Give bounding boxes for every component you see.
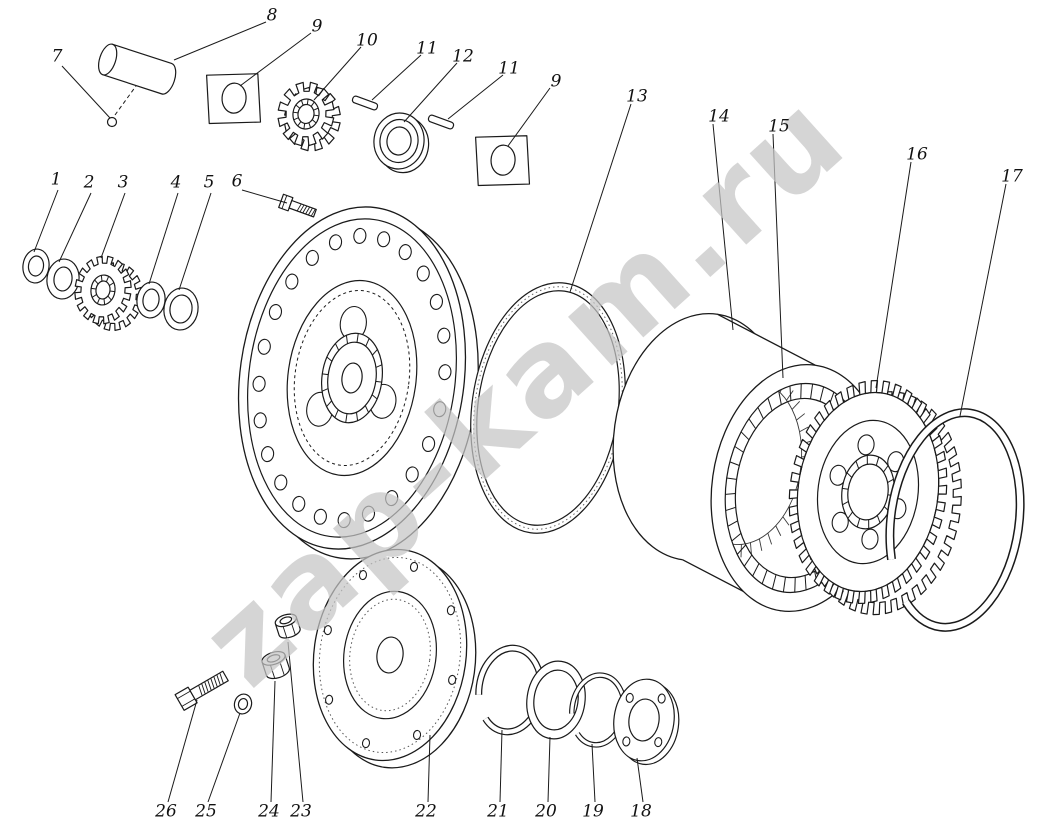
part-18-flange-washer [613, 678, 680, 766]
callout-24: 24 [258, 801, 280, 822]
part-5-ring [163, 287, 199, 331]
part-7-stop-pin [106, 85, 137, 128]
callout-13: 13 [626, 86, 648, 107]
part-6-bolt [278, 193, 317, 218]
callout-5: 5 [203, 172, 215, 193]
callout-22: 22 [415, 801, 437, 822]
part-10-pinion-gear [277, 81, 341, 152]
part-3-sun-gear [74, 255, 143, 331]
callout-3: 3 [117, 172, 129, 193]
callout-2: 2 [83, 172, 95, 193]
part-23-plug [274, 613, 301, 639]
callout-26: 26 [155, 801, 177, 822]
callout-15: 15 [768, 116, 790, 137]
callout-1: 1 [50, 169, 62, 190]
leader-lines [33, 21, 1007, 803]
callout-19: 19 [582, 801, 604, 822]
part-24-plug [261, 650, 290, 680]
callout-6: 6 [231, 171, 243, 192]
callout-18: 18 [630, 801, 652, 822]
callout-9b: 9 [550, 71, 562, 92]
part-20-ring [526, 660, 586, 740]
callout-16: 16 [906, 144, 928, 165]
part-8-axle-pin [97, 43, 177, 95]
part-11-pin-second [427, 114, 455, 130]
callout-20: 20 [535, 801, 557, 822]
part-9-thrust-plate [206, 73, 262, 125]
callout-14: 14 [708, 106, 730, 127]
callout-11b: 11 [498, 58, 520, 79]
part-2-ring [46, 258, 80, 300]
callout-10: 10 [356, 30, 378, 51]
part-4-washer [136, 281, 166, 319]
part-26-bolt [174, 670, 229, 711]
callout-17: 17 [1001, 166, 1023, 187]
part-9-thrust-plate-second [475, 135, 531, 187]
part-12-seal-ring [373, 112, 430, 174]
part-25-lock-washer [233, 693, 253, 715]
callout-9: 9 [311, 16, 323, 37]
part-22-reduction-cover [312, 548, 477, 769]
planetary-carrier-assembly [237, 206, 479, 560]
callout-8: 8 [266, 5, 278, 26]
callout-23: 23 [290, 801, 312, 822]
callout-11: 11 [416, 38, 438, 59]
callout-12: 12 [452, 46, 474, 67]
callout-25: 25 [195, 801, 217, 822]
part-13-gasket [470, 282, 626, 534]
part-1-washer [22, 248, 50, 284]
callout-7: 7 [51, 46, 63, 67]
part-11-pin [351, 95, 379, 111]
part-17-lock-ring [885, 408, 1025, 632]
callout-21: 21 [487, 801, 509, 822]
callout-4: 4 [170, 172, 182, 193]
part-16-driven-gear-hub [788, 379, 962, 616]
